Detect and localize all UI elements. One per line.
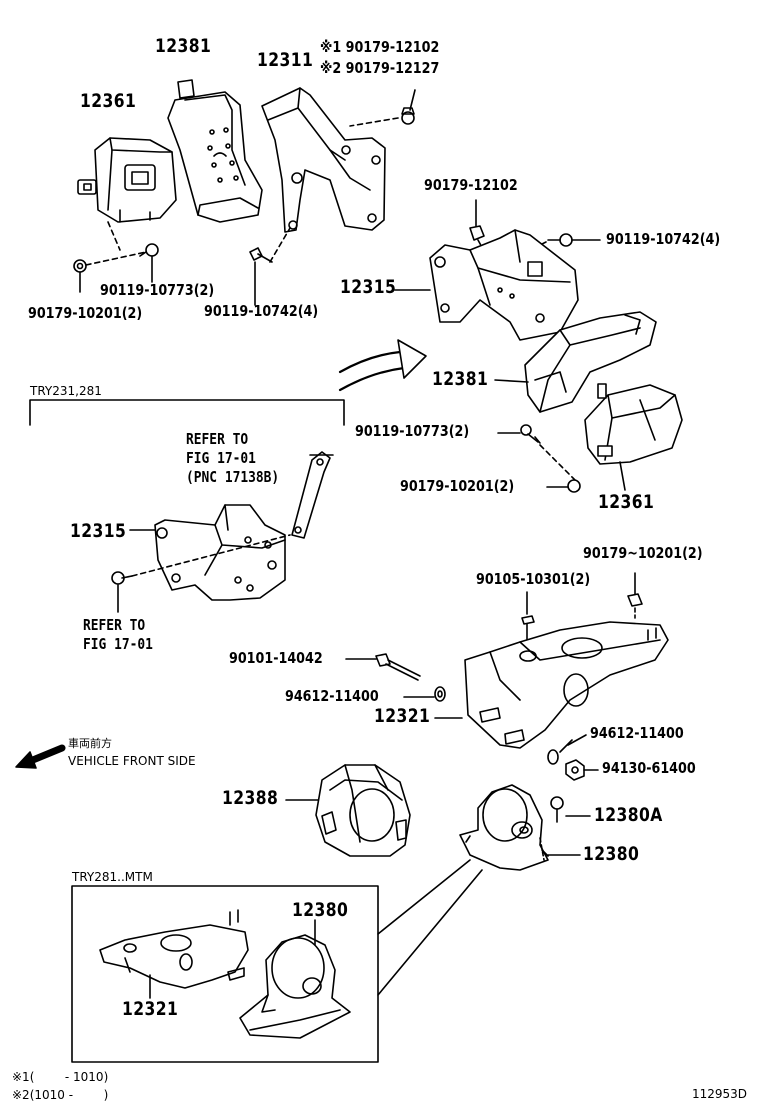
label-12388: 12388 [222,787,279,809]
mount-cushion-12361-right [584,383,683,465]
bracket-12315-right [429,229,579,341]
label-12380a: 12380A [594,804,663,826]
label-12380: 12380 [583,843,640,865]
nut-90179-10201-lower [627,593,643,607]
vehicle-front-en: VEHICLE FRONT SIDE [68,754,196,768]
label-94612-11400-a: 94612-11400 [285,687,379,705]
footnote-2: ※2(1010 - ) [12,1088,109,1102]
nut-94130-61400 [565,759,585,781]
label-90119-10742-right: 90119-10742(4) [606,230,721,248]
refer-to-1: REFER TO [186,430,249,448]
label-12361-right: 12361 [598,491,655,513]
pnc-ref: (PNC 17138B) [186,468,280,486]
washer-94612-11400-a [434,686,446,702]
diagram-id: 112953D [692,1087,748,1101]
label-90179-10201-right: 90179-10201(2) [400,477,515,495]
nut-90179-12102 [469,225,485,241]
mount-cushion-12361-top [77,137,177,223]
torque-rod [291,451,331,539]
label-12381-right: 12381 [432,368,489,390]
note-1: ※1 90179-12102 [320,38,440,56]
group-label-try231: TRY231,281 [30,384,102,398]
group-label-try281: TRY281..MTM [72,870,153,884]
refer-to-2: REFER TO [83,616,146,634]
engine-mount-12380 [459,784,549,871]
direction-arrow-curved [338,339,427,392]
damper-12388 [315,764,411,857]
label-12380-inset: 12380 [292,899,349,921]
nut-90179-10201-right [567,479,581,493]
label-90119-10742-top: 90119-10742(4) [204,302,319,320]
label-12311: 12311 [257,49,314,71]
insulator-12381-top [167,79,263,223]
vehicle-front-ja: 車両前方 [68,737,112,750]
label-90105-10301: 90105-10301(2) [476,570,591,588]
bolt-12380a [550,796,564,823]
label-94612-11400-b: 94612-11400 [590,724,684,742]
bolt-90119-10773-top [139,243,159,257]
bolt-90119-10773-right [520,424,541,444]
label-94130-61400: 94130-61400 [602,759,696,777]
label-90179-10201-top: 90179-10201(2) [28,304,143,322]
label-12315-left: 12315 [70,520,127,542]
label-90179-12102: 90179-12102 [424,176,518,194]
vehicle-front-arrow [15,744,66,769]
label-90119-10773-top: 90119-10773(2) [100,281,215,299]
inset-bracket-12321 [99,909,249,989]
label-90179-10201-lower: 90179~10201(2) [583,544,703,562]
insulator-12381-right [524,311,657,413]
label-90101-14042: 90101-14042 [229,649,323,667]
bolt-90119-10742-right [547,233,573,247]
bracket-12311 [261,87,386,233]
inset-pointer-lower [377,869,483,996]
label-12381-top: 12381 [155,35,212,57]
inset-box-try281 [71,885,379,1063]
inset-pointer-upper [377,859,471,935]
group-bracket-try231 [29,399,345,426]
bolt-left-refer [111,571,133,585]
nut-90179-10201-top [73,259,87,273]
label-90119-10773-right: 90119-10773(2) [355,422,470,440]
bracket-12321 [464,621,669,749]
inset-mount-12380 [239,934,351,1039]
bolt-90119-10742-top [249,247,273,263]
bolt-90105-10301 [521,615,535,641]
label-12321-inset: 12321 [122,998,179,1020]
label-12321: 12321 [374,705,431,727]
nut-top-right [401,107,415,125]
footnote-1: ※1( - 1010) [12,1070,109,1084]
bolt-90101-14042 [375,653,421,681]
washer-94612-11400-b [547,749,559,765]
fig-ref-1: FIG 17-01 [186,449,256,467]
note-2: ※2 90179-12127 [320,59,440,77]
label-12361-top: 12361 [80,90,137,112]
fig-ref-2: FIG 17-01 [83,635,153,653]
label-12315-right: 12315 [340,276,397,298]
